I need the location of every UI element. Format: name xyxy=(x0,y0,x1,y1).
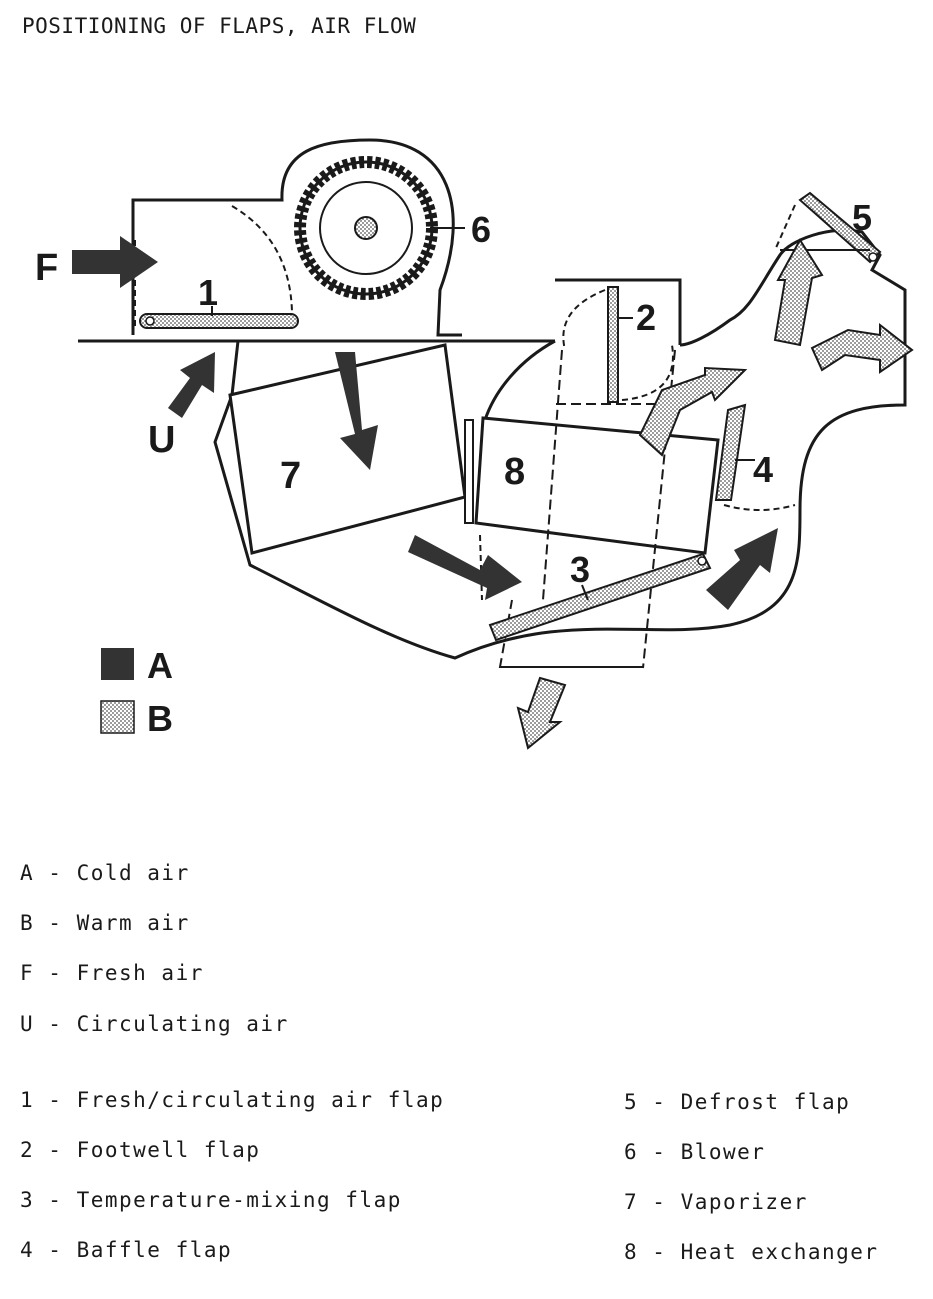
baffle-inlet-arrow xyxy=(706,528,778,610)
circulating-air-arrow xyxy=(168,352,215,418)
cold-air-swatch xyxy=(101,648,134,680)
side-outlet-arrow xyxy=(810,322,914,374)
label-circulating-air: U xyxy=(148,419,175,461)
label-vaporizer: 7 xyxy=(280,455,301,497)
label-fresh-air: F xyxy=(35,247,58,289)
defrost-outlet-arrow xyxy=(773,238,824,347)
fresh-air-arrow xyxy=(72,236,158,288)
legend-vaporizer: 7 - Vaporizer xyxy=(624,1190,808,1214)
air-flow-diagram: F U 1 2 3 4 5 6 7 8 A B xyxy=(35,138,914,750)
legend-flap-3: 3 - Temperature-mixing flap xyxy=(20,1188,402,1212)
legend-flap-2: 2 - Footwell flap xyxy=(20,1138,261,1162)
footwell-outlet-arrow xyxy=(516,676,567,750)
label-flap-3: 3 xyxy=(570,549,590,590)
heat-exchanger-edge xyxy=(464,419,474,524)
dash-outlet-arrow xyxy=(638,366,748,457)
temperature-mixing-flap xyxy=(479,534,712,642)
label-heat-exchanger: 8 xyxy=(504,451,525,493)
warm-air-swatch xyxy=(100,700,135,734)
key-cold-air: A xyxy=(147,645,173,686)
legend-flap-5: 5 - Defrost flap xyxy=(624,1090,851,1114)
baffle-flap xyxy=(714,403,796,511)
legend-flap-1: 1 - Fresh/circulating air flap xyxy=(20,1088,445,1112)
footwell-flap xyxy=(562,286,674,403)
footwell-channel xyxy=(498,349,676,669)
housing-outline xyxy=(78,138,907,660)
key-warm-air: B xyxy=(147,698,173,739)
vaporizer-inlet-arrow xyxy=(335,352,378,470)
label-flap-5: 5 xyxy=(852,197,872,238)
legend-circulating-air: U - Circulating air xyxy=(20,1012,289,1036)
label-blower: 6 xyxy=(471,209,491,250)
fresh-circulating-flap xyxy=(134,205,299,330)
label-flap-1: 1 xyxy=(198,272,218,313)
legend-blower: 6 - Blower xyxy=(624,1140,766,1164)
cold-air-arrows xyxy=(72,236,778,610)
legend-fresh-air: F - Fresh air xyxy=(20,961,204,985)
legend-warm-air: B - Warm air xyxy=(20,911,190,935)
legend-flap-4: 4 - Baffle flap xyxy=(20,1238,233,1262)
mixing-inlet-arrow xyxy=(408,535,522,600)
blower xyxy=(294,156,465,300)
legend-heat-exchanger: 8 - Heat exchanger xyxy=(624,1240,879,1264)
label-flap-4: 4 xyxy=(753,449,773,490)
warm-air-arrows xyxy=(516,238,914,750)
label-flap-2: 2 xyxy=(636,297,656,338)
page-title: POSITIONING OF FLAPS, AIR FLOW xyxy=(22,14,417,38)
legend-cold-air: A - Cold air xyxy=(20,861,190,885)
